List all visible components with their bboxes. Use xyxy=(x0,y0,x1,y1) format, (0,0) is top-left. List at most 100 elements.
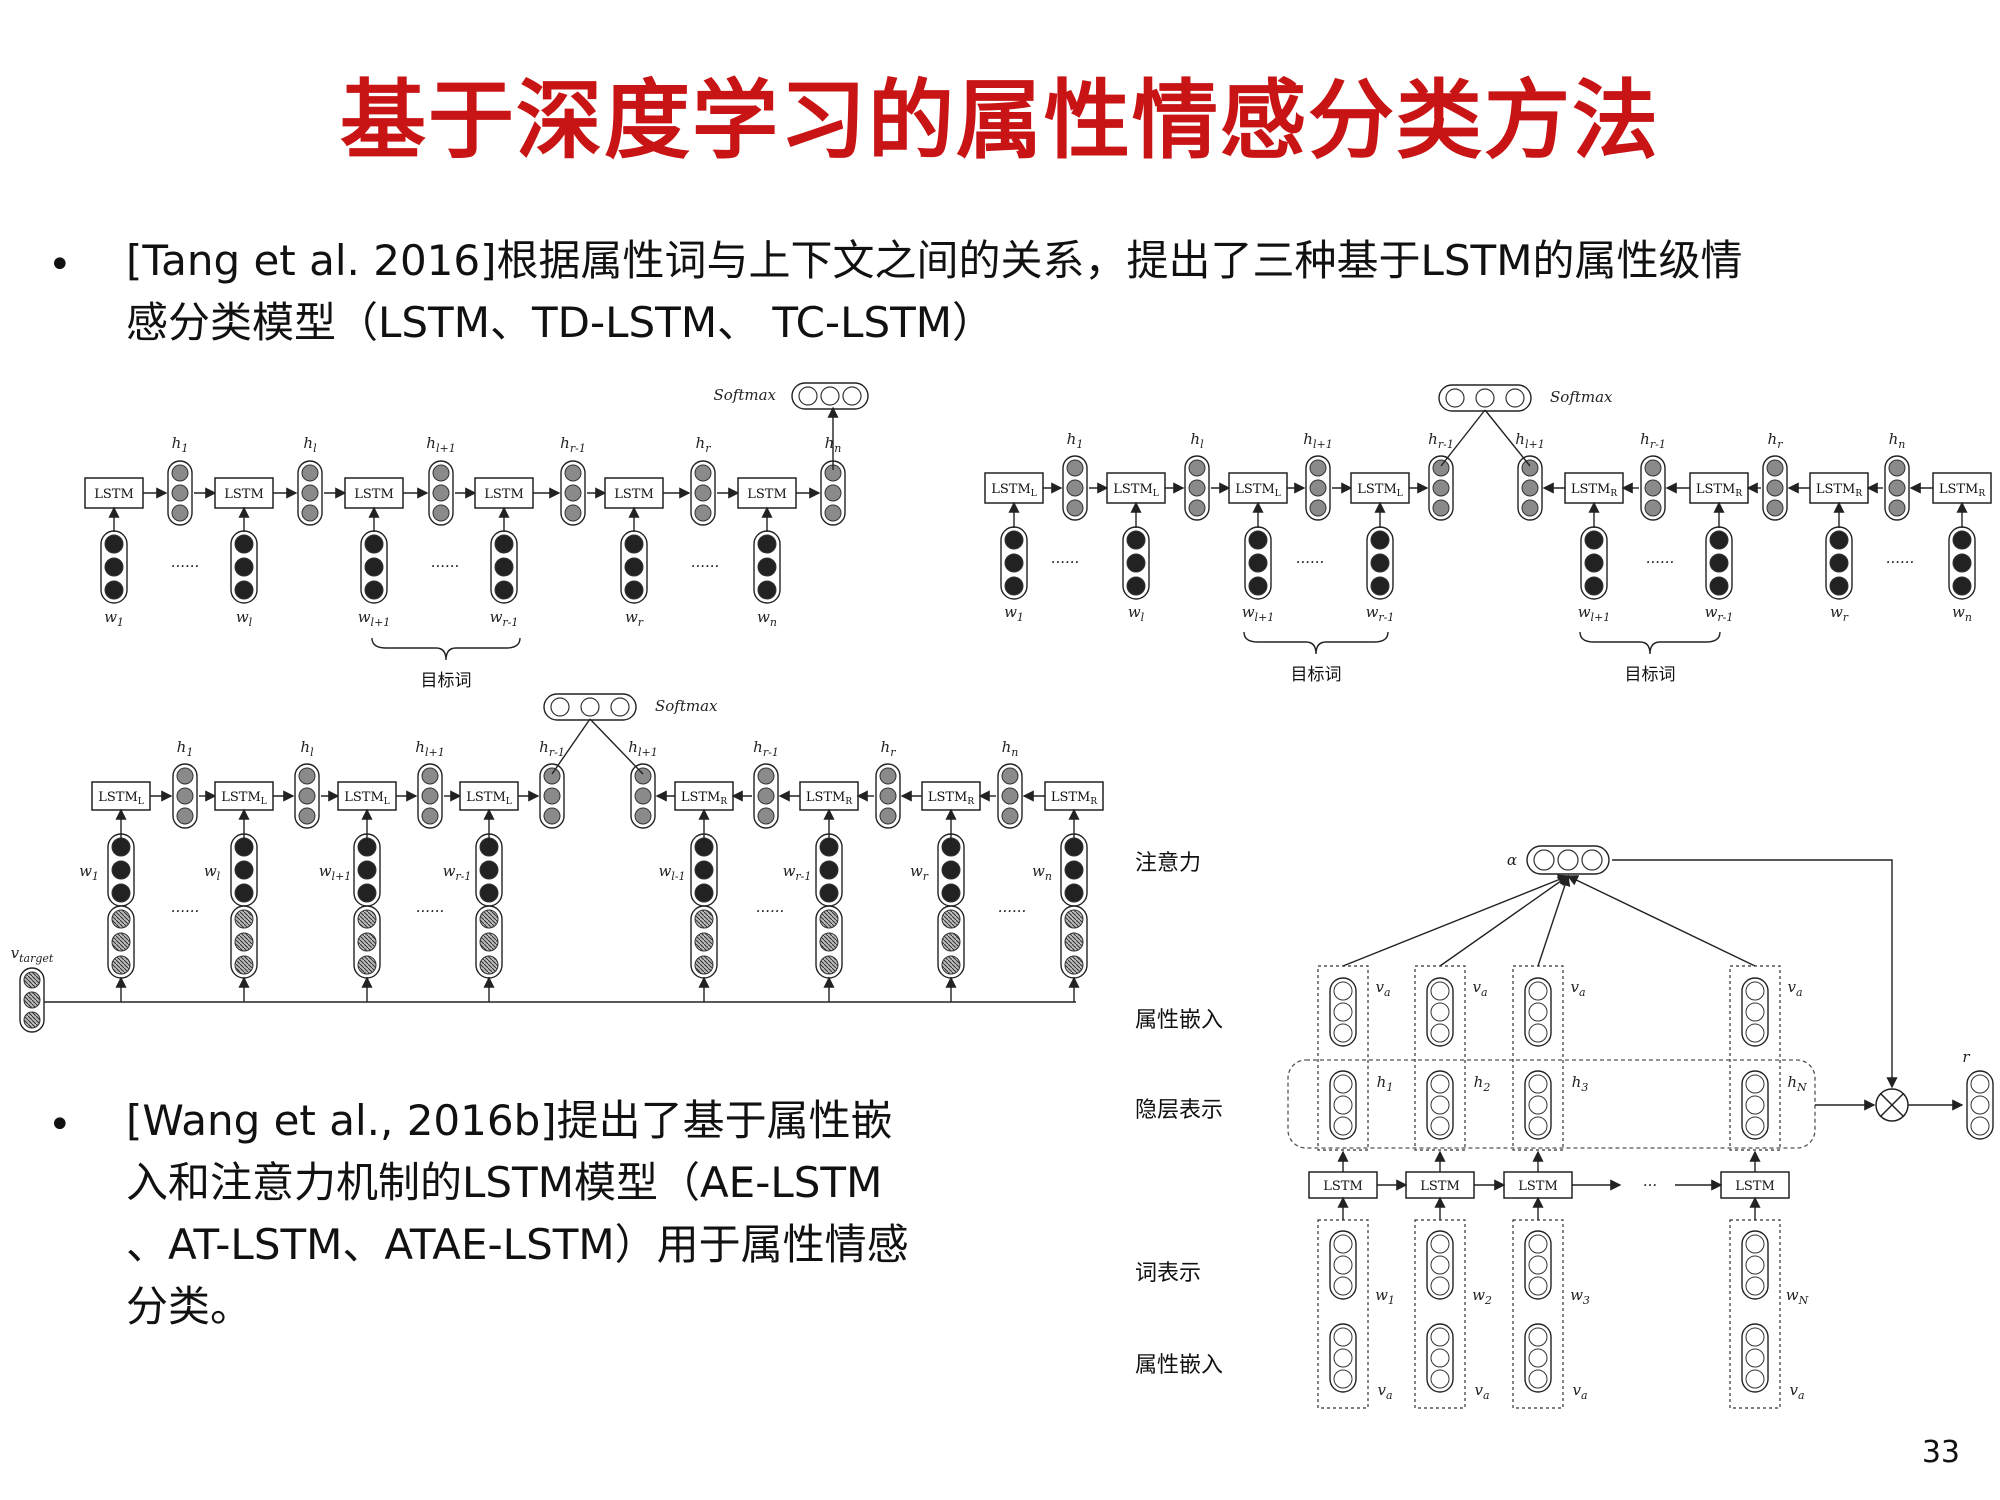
td-hidden-label: hl+1 xyxy=(1515,430,1544,451)
tc-target-embed-node xyxy=(234,932,254,952)
atae-hidden-value-label: h2 xyxy=(1474,1073,1491,1094)
tc-ellipsis: ...... xyxy=(171,898,200,916)
tc-hidden-node xyxy=(634,787,652,805)
tc-word-node xyxy=(941,860,961,880)
lstm-word-node xyxy=(234,580,254,600)
tc-word-node xyxy=(1064,883,1084,903)
lstm-word-node xyxy=(757,557,777,577)
tc-hidden-node xyxy=(879,767,897,785)
lstm-word-node xyxy=(234,534,254,554)
tc-hidden-node xyxy=(879,787,897,805)
td-softmax-node xyxy=(1475,388,1495,408)
td-hidden-label: hr xyxy=(1768,430,1784,451)
lstm-softmax-label: Softmax xyxy=(713,386,776,404)
atae-word-node xyxy=(1528,1276,1548,1296)
lstm-cell xyxy=(84,477,144,509)
lstm-hidden-label: hr xyxy=(696,434,712,455)
lstm-hidden-node xyxy=(824,484,842,502)
atae-hidden-node xyxy=(1745,1074,1765,1094)
td-word-node xyxy=(1952,553,1972,573)
td-target-label-1: 目标词 xyxy=(1291,665,1342,685)
td-hidden-node xyxy=(1309,479,1327,497)
tc-word-label: wl xyxy=(204,862,221,883)
td-word-node xyxy=(1584,576,1604,596)
tc-target-embed-node xyxy=(357,955,377,975)
lstm-cell-label: LSTM xyxy=(94,487,134,502)
tc-hidden-label: hl+1 xyxy=(415,738,444,759)
tc-hidden-label: hl+1 xyxy=(628,738,657,759)
atae-r-node xyxy=(1970,1095,1990,1115)
td-word-node xyxy=(1248,553,1268,573)
lstm-softmax-node xyxy=(842,386,862,406)
bullet-marker-1: • xyxy=(48,242,72,288)
td-ellipsis: ...... xyxy=(1886,549,1915,567)
tc-word-node xyxy=(357,837,377,857)
tc-target-embed-node xyxy=(694,955,714,975)
lstm-hidden-node xyxy=(564,484,582,502)
td-cell-label: LSTML xyxy=(991,482,1037,499)
atae-va-bottom-node xyxy=(1745,1348,1765,1368)
lstm-softmax-node xyxy=(798,386,818,406)
tc-word-node xyxy=(941,837,961,857)
td-hidden-node xyxy=(1432,459,1450,477)
td-hidden-node xyxy=(1188,499,1206,517)
lstm-ellipsis: ...... xyxy=(691,553,720,571)
tc-word-label: wn xyxy=(1032,862,1052,883)
td-cell-label: LSTML xyxy=(1113,482,1159,499)
tc-word-node xyxy=(111,883,131,903)
atae-va-bottom-node xyxy=(1430,1348,1450,1368)
td-word-node xyxy=(1370,553,1390,573)
lstm-hidden-node xyxy=(301,464,319,482)
tc-target-embed-node xyxy=(941,932,961,952)
td-word-node xyxy=(1370,576,1390,596)
atae-hidden-value-label: h1 xyxy=(1377,1073,1394,1094)
atae-hidden-node xyxy=(1333,1095,1353,1115)
atae-word-node xyxy=(1430,1276,1450,1296)
tc-hidden-node xyxy=(879,807,897,825)
tc-target-embed-node xyxy=(694,932,714,952)
lstm-hidden-label: h1 xyxy=(172,434,189,455)
atae-va-top-node xyxy=(1528,1002,1548,1022)
atae-hidden-node xyxy=(1528,1095,1548,1115)
td-hidden-label: hl+1 xyxy=(1303,430,1332,451)
atae-word-value-label: w3 xyxy=(1570,1286,1590,1307)
tc-word-node xyxy=(111,837,131,857)
atae-word-node xyxy=(1430,1255,1450,1275)
atae-word-node xyxy=(1528,1234,1548,1254)
td-hidden-node xyxy=(1888,459,1906,477)
atae-attn-line xyxy=(1342,874,1570,967)
lstm-word-node xyxy=(494,534,514,554)
tc-hidden-node xyxy=(757,787,775,805)
td-word-label: wl+1 xyxy=(1578,603,1611,624)
atae-r-label: r xyxy=(1962,1048,1970,1066)
lstm-hidden-node xyxy=(824,504,842,522)
td-word-node xyxy=(1126,576,1146,596)
diagram-td-lstm: LSTMLh1w1LSTMLhlwlLSTMLhl+1wl+1LSTMLhr-1… xyxy=(984,384,1992,685)
atae-va-bottom-node xyxy=(1745,1327,1765,1347)
atae-va-top-node xyxy=(1430,1023,1450,1043)
td-cell-label: LSTMR xyxy=(1571,482,1618,499)
td-word-node xyxy=(1584,530,1604,550)
atae-va-bottom-node xyxy=(1745,1369,1765,1389)
tc-cell-label: LSTMR xyxy=(681,790,728,807)
td-cell-label: LSTMR xyxy=(1816,482,1863,499)
td-ellipsis: ...... xyxy=(1646,549,1675,567)
atae-lstm-cell-label: LSTM xyxy=(1420,1179,1460,1194)
td-hidden-node xyxy=(1066,479,1084,497)
atae-va-top-label: va xyxy=(1787,978,1802,999)
tc-hidden-node xyxy=(543,767,561,785)
tc-word-node xyxy=(234,837,254,857)
tc-hidden-label: hn xyxy=(1002,738,1019,759)
atae-hidden-node xyxy=(1333,1116,1353,1136)
atae-attention-label: 注意力 xyxy=(1135,851,1201,876)
atae-va-top-label: va xyxy=(1570,978,1585,999)
lstm-hidden-label: hl+1 xyxy=(426,434,455,455)
atae-va-bottom-label: va xyxy=(1572,1381,1587,1402)
tc-word-node xyxy=(479,837,499,857)
td-hidden-node xyxy=(1188,459,1206,477)
tc-word-node xyxy=(694,883,714,903)
lstm-word-node xyxy=(234,557,254,577)
tc-hidden-node xyxy=(421,807,439,825)
lstm-hidden-node xyxy=(564,504,582,522)
lstm-cell-label: LSTM xyxy=(224,487,264,502)
